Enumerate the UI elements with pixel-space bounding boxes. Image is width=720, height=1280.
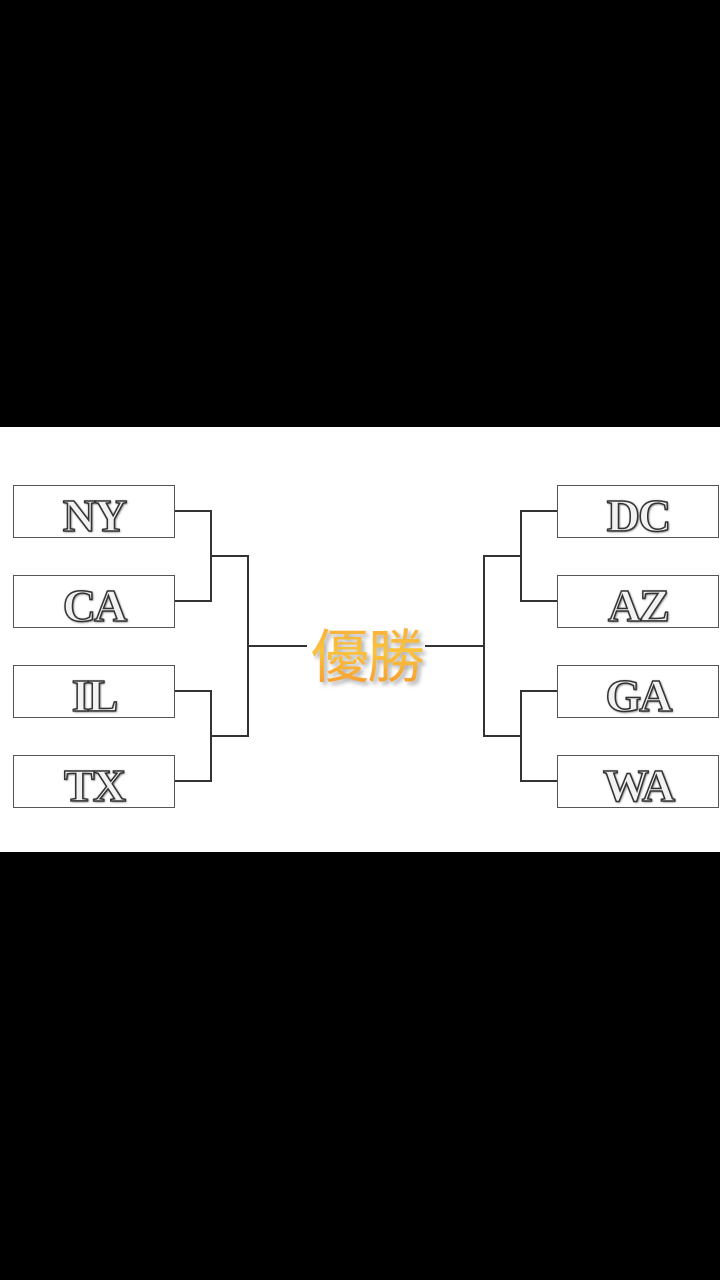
team-box-right-2: AZ (557, 575, 719, 631)
team-box-left-4: TX (13, 755, 175, 811)
connector-line (520, 510, 557, 512)
team-label: CA (62, 579, 128, 631)
connector-line (520, 780, 557, 782)
connector-line (210, 555, 249, 557)
team-label: TX (63, 759, 126, 811)
team-label: NY (62, 489, 128, 541)
connector-line (175, 690, 212, 692)
team-label: WA (602, 759, 676, 811)
team-box-left-2: CA (13, 575, 175, 631)
championship-title: 優勝 (292, 612, 442, 692)
team-label: AZ (607, 579, 670, 631)
team-box-left-1: NY (13, 485, 175, 541)
connector-line (247, 645, 307, 647)
team-box-right-3: GA (557, 665, 719, 721)
connector-line (483, 735, 522, 737)
connector-line (520, 600, 557, 602)
team-box-left-3: IL (13, 665, 175, 721)
team-box-right-1: DC (557, 485, 719, 541)
connector-line (175, 780, 212, 782)
team-label: DC (606, 489, 672, 541)
championship-label: 優勝 (311, 610, 425, 694)
team-box-right-4: WA (557, 755, 719, 811)
team-label: IL (71, 669, 119, 721)
team-label: GA (605, 669, 674, 721)
connector-line (175, 600, 212, 602)
connector-line (210, 735, 249, 737)
connector-line (175, 510, 212, 512)
connector-line (520, 690, 557, 692)
connector-line (425, 645, 485, 647)
connector-line (483, 555, 522, 557)
